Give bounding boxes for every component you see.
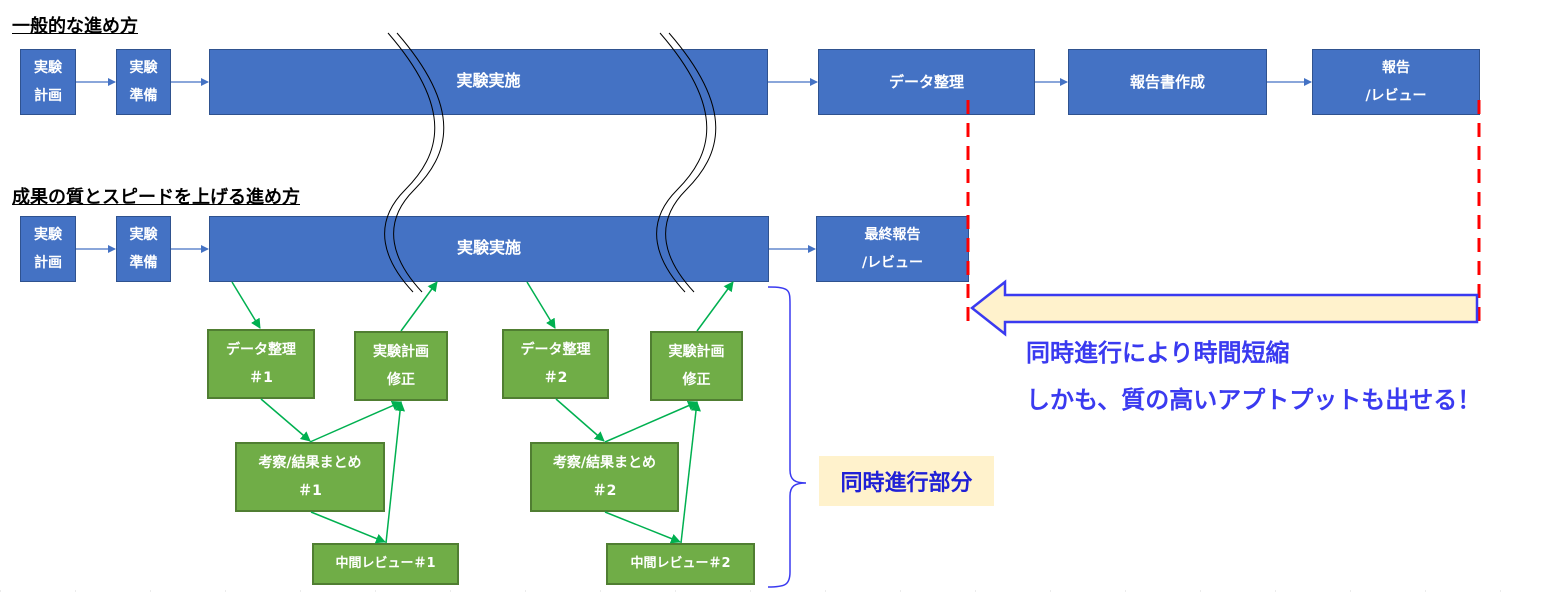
- improved-step-plan: 実験 計画: [20, 216, 76, 282]
- parallel-flow-arrows-2: [526, 281, 734, 544]
- improved-step-final-review: 最終報告 /レビュー: [816, 216, 969, 282]
- general-step-experiment: 実験実施: [209, 49, 768, 115]
- general-step-report-writing: 報告書作成: [1068, 49, 1267, 115]
- parallel-flow-arrows-1: [231, 281, 438, 544]
- parallel-bracket: [767, 286, 807, 588]
- mid-review-2: 中間レビュー＃2: [606, 543, 755, 585]
- time-shortening-arrow: [969, 279, 1479, 337]
- general-step-data-organize: データ整理: [818, 49, 1035, 115]
- plan-revision-1: 実験計画 修正: [354, 331, 448, 401]
- mid-review-1: 中間レビュー＃1: [312, 543, 459, 585]
- callout-line-2: しかも、質の高いアプトプットも出せる！: [1026, 386, 1482, 414]
- general-step-report-review: 報告 /レビュー: [1312, 49, 1480, 115]
- parallel-section-label: 同時進行部分: [819, 456, 994, 506]
- general-process-heading: 一般的な進め方: [12, 16, 138, 37]
- general-step-prepare: 実験 準備: [116, 49, 171, 115]
- improved-step-prepare: 実験 準備: [116, 216, 171, 282]
- discussion-summary-2: 考察/結果まとめ ＃2: [530, 442, 679, 512]
- callout-line-1: 同時進行により時間短縮: [1026, 339, 1290, 367]
- improved-process-heading: 成果の質とスピードを上げる進め方: [12, 187, 300, 208]
- general-step-plan: 実験 計画: [20, 49, 76, 115]
- data-organize-2: データ整理 ＃2: [502, 329, 609, 399]
- discussion-summary-1: 考察/結果まとめ ＃1: [235, 442, 385, 512]
- improved-step-experiment: 実験実施: [209, 216, 769, 282]
- plan-revision-2: 実験計画 修正: [650, 331, 743, 401]
- time-saved-guides: [966, 100, 1481, 330]
- data-organize-1: データ整理 ＃1: [207, 329, 315, 399]
- time-break-marks: [384, 32, 717, 293]
